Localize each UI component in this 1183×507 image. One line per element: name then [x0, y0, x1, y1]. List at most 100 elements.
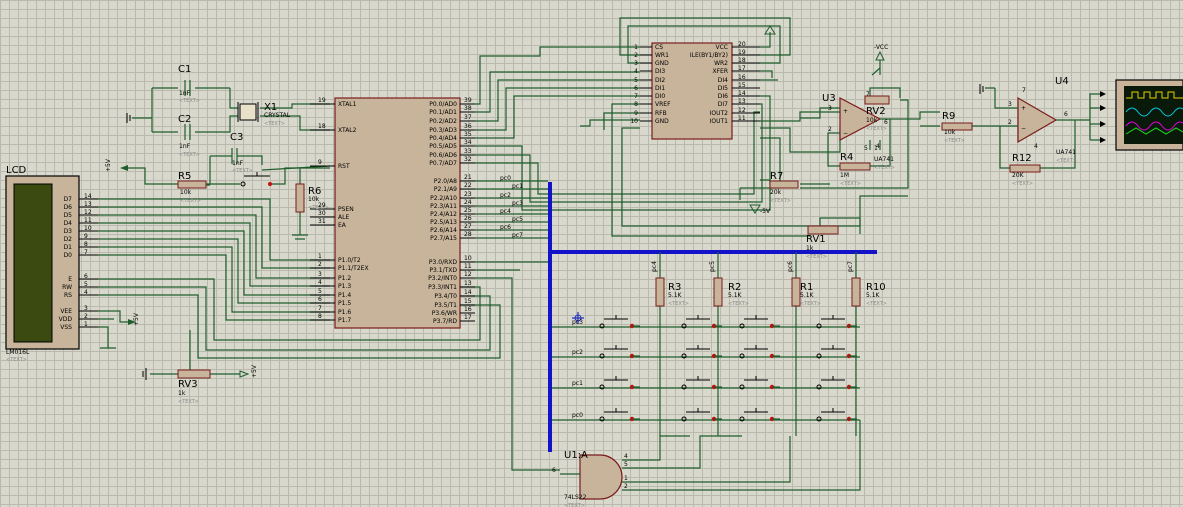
keypad-button[interactable] — [599, 376, 640, 390]
rv1-body[interactable] — [807, 225, 839, 235]
power-label: +5V — [105, 158, 112, 172]
mcu-pin-number: 16 — [464, 306, 472, 313]
dac-pin-number: 7 — [634, 93, 638, 100]
keypad-button[interactable] — [816, 315, 857, 329]
mcu-pin-name: P1.1/T2EX — [338, 265, 369, 272]
placeholder-r9: <TEXT> — [944, 138, 965, 144]
oscilloscope[interactable] — [1100, 79, 1183, 151]
mcu-pin-number: 28 — [464, 231, 472, 238]
rv2-body[interactable] — [864, 95, 890, 105]
u4-wires — [920, 84, 1100, 169]
keypad-button[interactable] — [599, 408, 640, 422]
gate-u1a[interactable] — [579, 454, 623, 500]
mcu-pin-number: 7 — [318, 305, 322, 312]
keypad-button[interactable] — [739, 408, 780, 422]
mcu-pin-number: 17 — [464, 314, 472, 321]
lcd-pin-number: 1 — [84, 321, 88, 328]
lcd-pin-number: 8 — [84, 241, 88, 248]
keypad-column-label: pc5 — [709, 261, 716, 272]
keypad-button[interactable] — [681, 315, 722, 329]
u3-pin-number: 4 — [876, 143, 880, 150]
placeholder-rv2: <TEXT> — [866, 126, 887, 132]
lcd-pin-number: 7 — [84, 249, 88, 256]
mcu-pin-name: EA — [338, 222, 347, 229]
pullup-resistor — [655, 277, 665, 307]
dac-pin-name: XFER — [712, 68, 728, 75]
lcd-pin-number: 4 — [84, 289, 88, 296]
lcd-pin-name: D2 — [64, 236, 73, 243]
dac-pin-name: GND — [655, 118, 669, 125]
mcu-pin-number: 15 — [464, 298, 472, 305]
placeholder-r10: <TEXT> — [866, 301, 887, 307]
keypad-button[interactable] — [816, 376, 857, 390]
gate-pin-number: 1 — [624, 475, 628, 482]
keypad-row-label: pc0 — [572, 412, 583, 419]
keypad-button[interactable] — [816, 408, 857, 422]
dac-pin-name: DI6 — [718, 93, 728, 100]
u4-pin-number: 2 — [1008, 119, 1012, 126]
value-rv1: 1k — [806, 245, 814, 252]
keypad-button[interactable] — [681, 376, 722, 390]
placeholder-c3: <TEXT> — [232, 168, 253, 174]
value-c2: 1nF — [179, 143, 191, 150]
keypad-column-label: pc4 — [651, 261, 658, 272]
mcu-pin-name-p0: P0.7/AD7 — [429, 160, 457, 167]
gate-pin-number: 4 — [624, 453, 628, 460]
keypad-row-label: pc3 — [572, 319, 583, 326]
ref-rv2: RV2 — [866, 106, 886, 117]
opamp-u3[interactable] — [839, 97, 882, 141]
mcu-pin-number: 38 — [464, 105, 472, 112]
placeholder-u4: <TEXT> — [1056, 158, 1077, 164]
placeholder-r3: <TEXT> — [668, 301, 689, 307]
keypad-button[interactable] — [681, 408, 722, 422]
mcu-pin-name-p3: P3.7/RD — [433, 318, 457, 325]
keypad-button[interactable] — [681, 345, 722, 359]
ref-r1: R1 — [800, 282, 813, 293]
placeholder-r6: <TEXT> — [308, 205, 329, 211]
dac-pin-name: RFB — [655, 110, 667, 117]
keypad-button[interactable] — [739, 315, 780, 329]
mcu-pin-number: 24 — [464, 199, 472, 206]
lcd-pin-name: D1 — [64, 244, 73, 251]
net-label-p2: pc5 — [512, 216, 523, 223]
lcd-pin-number: 3 — [84, 305, 88, 312]
ref-r10: R10 — [866, 282, 886, 293]
keypad-column-label: pc6 — [787, 261, 794, 272]
value-r3: 5.1K — [668, 292, 683, 299]
mcu-pin-number: 23 — [464, 191, 472, 198]
dac-pin-name: DI5 — [718, 85, 728, 92]
value-c3: 1nF — [232, 160, 244, 167]
mcu-8051[interactable] — [334, 97, 461, 329]
keypad-button[interactable] — [739, 345, 780, 359]
mcu-pin-number: 6 — [318, 296, 322, 303]
keypad-button[interactable] — [599, 345, 640, 359]
lcd-pin-number: 2 — [84, 313, 88, 320]
opamp-u4[interactable] — [1017, 96, 1058, 144]
mcu-pin-name-p2: P2.5/A13 — [430, 219, 457, 226]
mcu-pin-stubs — [310, 103, 475, 322]
keypad-button[interactable] — [816, 345, 857, 359]
mcu-pin-number: 22 — [464, 182, 472, 189]
value-c1: 1nF — [179, 90, 191, 97]
r9-body — [941, 122, 973, 131]
mcu-pin-number: 13 — [464, 280, 472, 287]
lcd-pin-name: RS — [64, 292, 72, 299]
dac-pin-number: 10 — [630, 118, 638, 125]
u3-pin-number: 5 — [864, 145, 868, 152]
dac-pin-name: DI1 — [655, 85, 665, 92]
placeholder-c2: <TEXT> — [179, 152, 200, 158]
gate-pin-number: 5 — [624, 461, 628, 468]
dac0832[interactable] — [651, 42, 733, 140]
keypad-button[interactable] — [599, 315, 640, 329]
mcu-pin-name: P1.0/T2 — [338, 257, 361, 264]
mcu-pin-name: P1.3 — [338, 283, 351, 290]
mcu-pin-number: 14 — [464, 289, 472, 296]
dac-pin-number: 1 — [634, 44, 638, 51]
keypad-button[interactable] — [739, 376, 780, 390]
mcu-pin-number: 11 — [464, 263, 472, 270]
keypad-matrix[interactable] — [552, 252, 861, 436]
value-x1: CRYSTAL — [264, 112, 291, 119]
mcu-pin-number: 36 — [464, 123, 472, 130]
lcd-module[interactable] — [5, 175, 98, 350]
